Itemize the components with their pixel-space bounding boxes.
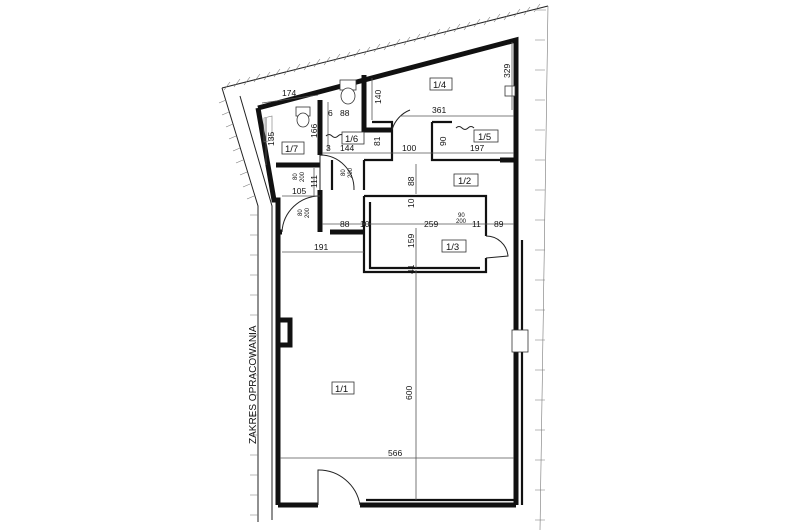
dim-600: 600 bbox=[404, 386, 414, 400]
dim-88-mid: 88 bbox=[406, 176, 416, 186]
interior-walls bbox=[276, 75, 516, 274]
dim-111: 111 bbox=[309, 175, 319, 188]
door-c-height: 200 bbox=[305, 207, 311, 218]
dim-174: 174 bbox=[282, 88, 296, 98]
door-a-width: 80 bbox=[293, 173, 299, 180]
door-labels: 80 200 80 200 80 200 90 200 bbox=[293, 167, 467, 225]
dim-11: 11 bbox=[472, 219, 481, 229]
dim-10-low: 10 bbox=[360, 219, 370, 229]
room-1-3-label: 1/3 bbox=[446, 242, 459, 253]
dim-41: 41 bbox=[406, 264, 416, 274]
room-1-4-label: 1/4 bbox=[433, 80, 446, 91]
door-swings bbox=[281, 109, 509, 506]
dim-259: 259 bbox=[424, 219, 438, 229]
room-1-1-label: 1/1 bbox=[335, 384, 348, 395]
dim-81: 81 bbox=[372, 136, 382, 146]
room-1-7-label: 1/7 bbox=[285, 144, 298, 155]
dimension-labels: 174 135 166 6 88 140 361 329 144 3 81 10… bbox=[266, 64, 512, 458]
dim-3: 3 bbox=[326, 143, 331, 153]
dim-88-low: 88 bbox=[340, 219, 350, 229]
dim-140: 140 bbox=[373, 90, 383, 104]
dim-105: 105 bbox=[292, 186, 306, 196]
dim-166: 166 bbox=[309, 124, 319, 138]
dimension-lines bbox=[261, 42, 514, 500]
dim-90: 90 bbox=[438, 136, 448, 146]
dim-191: 191 bbox=[314, 242, 328, 252]
door-d-width: 90 bbox=[458, 213, 465, 219]
room-1-6-label: 1/6 bbox=[345, 134, 358, 145]
door-c-width: 80 bbox=[298, 209, 304, 216]
dim-159: 159 bbox=[406, 234, 416, 248]
dim-6: 6 bbox=[328, 108, 333, 118]
dim-88-top: 88 bbox=[340, 108, 350, 118]
dim-89: 89 bbox=[494, 219, 504, 229]
room-1-5-label: 1/5 bbox=[478, 132, 491, 143]
dim-197: 197 bbox=[470, 143, 484, 153]
scope-annotation: ZAKRES OPRACOWANIA bbox=[248, 325, 259, 444]
dim-10-mid: 10 bbox=[406, 198, 416, 208]
door-b-width: 80 bbox=[341, 169, 347, 176]
toilet-fixtures bbox=[263, 79, 516, 143]
dim-361: 361 bbox=[432, 105, 446, 115]
room-1-2-label: 1/2 bbox=[458, 176, 471, 187]
scope-boundary bbox=[218, 3, 549, 531]
dim-144: 144 bbox=[340, 143, 354, 153]
door-b-height: 200 bbox=[348, 167, 354, 178]
dim-329: 329 bbox=[502, 64, 512, 78]
dim-566: 566 bbox=[388, 448, 402, 458]
door-a-height: 200 bbox=[300, 171, 306, 182]
dim-135: 135 bbox=[266, 132, 276, 146]
room-labels: 1/4 1/5 1/6 1/7 1/2 1/3 1/1 bbox=[281, 77, 499, 395]
dim-100: 100 bbox=[402, 143, 416, 153]
door-d-height: 200 bbox=[456, 219, 467, 225]
